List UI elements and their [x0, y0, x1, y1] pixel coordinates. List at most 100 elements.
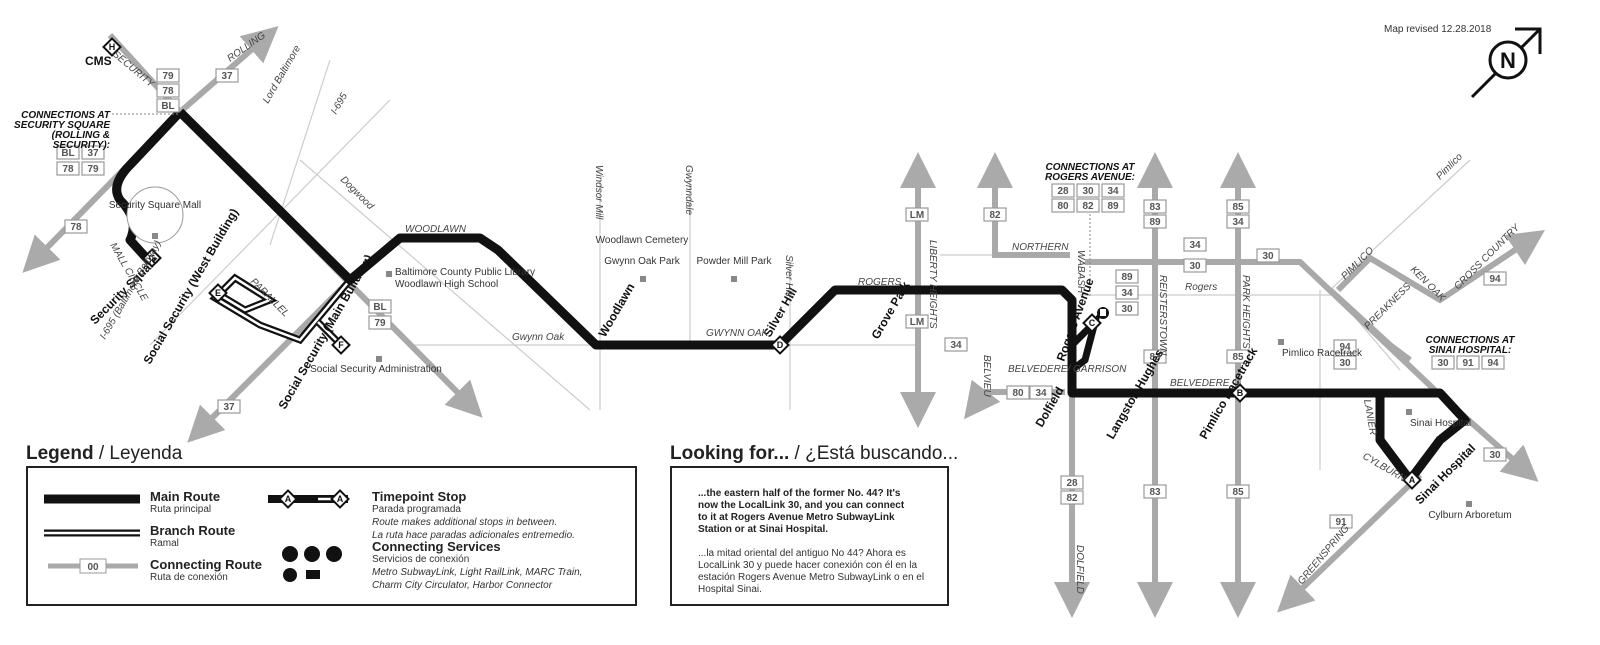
- svg-text:Silver Hill: Silver Hill: [783, 255, 794, 297]
- svg-text:(ROLLING &: (ROLLING &: [52, 130, 110, 141]
- stop-labels: CMS Security Square Social Security (Wes…: [85, 54, 1478, 507]
- stop-label-ss-main: Social Security (Main Building): [275, 252, 375, 411]
- place-markers: [152, 233, 1472, 507]
- connection-boxes: [56, 145, 1505, 370]
- looking-panel: ...the eastern half of the former No. 44…: [670, 466, 949, 606]
- route-box-label: 82: [1066, 493, 1078, 504]
- svg-text:BELVEDERE: BELVEDERE: [1170, 378, 1230, 389]
- place-labels: Security Square Mall Baltimore County Pu…: [109, 200, 1512, 521]
- svg-text:GREENSPRING: GREENSPRING: [1296, 523, 1352, 587]
- svg-text:PIMLICO: PIMLICO: [1339, 245, 1376, 282]
- svg-text:SINAI HOSPITAL:: SINAI HOSPITAL:: [1429, 345, 1512, 356]
- route-box-label: 94: [1489, 274, 1501, 285]
- svg-text:E: E: [215, 288, 221, 298]
- connection-route-label: 37: [87, 148, 99, 159]
- svg-text:Gwynn Oak Park: Gwynn Oak Park: [604, 256, 681, 267]
- connection-route-label: 30: [1437, 358, 1449, 369]
- svg-text:BELVIEU: BELVIEU: [981, 355, 992, 397]
- svg-text:Woodlawn Cemetery: Woodlawn Cemetery: [596, 235, 689, 246]
- route-box-label: BL: [373, 302, 386, 313]
- connection-route-label: 78: [62, 164, 74, 175]
- route-number-boxes: [64, 68, 1507, 529]
- route-box-label: 34: [1121, 288, 1133, 299]
- svg-text:CONNECTIONS AT: CONNECTIONS AT: [21, 110, 111, 121]
- connection-route-label: 91: [1462, 358, 1474, 369]
- svg-text:N: N: [1500, 48, 1516, 73]
- svg-text:CONNECTIONS AT: CONNECTIONS AT: [1426, 335, 1516, 346]
- svg-text:Lord Baltimore: Lord Baltimore: [261, 43, 303, 105]
- route-box-label: 34: [950, 340, 962, 351]
- branch-route: [209, 273, 353, 345]
- svg-text:PARK HEIGHTS: PARK HEIGHTS: [1240, 275, 1251, 349]
- route-box-label: 85: [1232, 202, 1244, 213]
- svg-text:LIBERTY HEIGHTS: LIBERTY HEIGHTS: [927, 240, 938, 329]
- compass-north-icon: N: [1470, 27, 1542, 99]
- stop-label-woodlawn: Woodlawn: [595, 281, 637, 340]
- svg-text:Dogwood: Dogwood: [338, 174, 376, 212]
- svg-text:PREAKNESS: PREAKNESS: [1362, 281, 1413, 332]
- svg-text:NORTHERN: NORTHERN: [1012, 242, 1069, 253]
- svg-text:Pimlico: Pimlico: [1434, 151, 1465, 182]
- svg-text:A: A: [1409, 475, 1416, 485]
- mall-circle: [126, 186, 184, 244]
- route-box-label: 37: [223, 402, 235, 413]
- svg-text:H: H: [109, 42, 116, 52]
- route-box-label: 34: [1232, 217, 1244, 228]
- route-box-label: BL: [161, 101, 174, 112]
- route-box-label: 30: [1121, 304, 1133, 315]
- svg-text:Gwynn Oak: Gwynn Oak: [512, 332, 565, 343]
- svg-text:D: D: [777, 340, 784, 350]
- route-box-label: 30: [1189, 261, 1201, 272]
- svg-text:Baltimore County Public Librar: Baltimore County Public Library: [395, 267, 535, 278]
- route-box-label: 78: [162, 86, 174, 97]
- svg-text:GWYNN OAK: GWYNN OAK: [706, 328, 770, 339]
- stop-label-sinai: Sinai Hospital: [1412, 441, 1478, 507]
- connection-route-label: 30: [1082, 186, 1094, 197]
- svg-text:Security Square Mall: Security Square Mall: [109, 200, 201, 211]
- route-box-label: 91: [1335, 517, 1347, 528]
- route-box-label: 85: [1232, 487, 1244, 498]
- route-box-label: 79: [374, 318, 386, 329]
- looking-title: Looking for... / ¿Está buscando...: [670, 443, 959, 464]
- svg-text:Powder Mill Park: Powder Mill Park: [696, 256, 772, 267]
- svg-text:Pimlico Racetrack: Pimlico Racetrack: [1282, 348, 1363, 359]
- svg-text:G: G: [148, 253, 155, 263]
- svg-text:WOODLAWN: WOODLAWN: [405, 224, 467, 235]
- route-box-label: 34: [1035, 388, 1047, 399]
- route-box-label: 37: [221, 71, 233, 82]
- svg-text:Windsor Mill: Windsor Mill: [593, 165, 604, 220]
- svg-text:DOLFIELD: DOLFIELD: [1074, 545, 1085, 594]
- route-box-label: 30: [1339, 358, 1351, 369]
- svg-text:SECURITY SQUARE: SECURITY SQUARE: [14, 120, 110, 131]
- route-box-label: 30: [1262, 251, 1274, 262]
- svg-text:BELVEDERE/ GARRISON: BELVEDERE/ GARRISON: [1008, 364, 1127, 375]
- svg-text:Woodlawn High School: Woodlawn High School: [395, 279, 498, 290]
- connection-route-label: BL: [61, 148, 74, 159]
- svg-text:SECURITY):: SECURITY):: [53, 140, 110, 151]
- connection-route-label: 28: [1057, 186, 1069, 197]
- connections-sinai-header: CONNECTIONS AT SINAI HOSPITAL:: [1426, 335, 1516, 356]
- route-box-label: 82: [989, 210, 1001, 221]
- svg-text:PARALLEL: PARALLEL: [248, 276, 291, 319]
- route-box-label: 85: [1232, 352, 1244, 363]
- route-box-label: 79: [162, 71, 174, 82]
- route-box-label: 28: [1066, 478, 1078, 489]
- looking-english: ...the eastern half of the former No. 44…: [698, 488, 905, 535]
- connection-route-label: 82: [1082, 201, 1094, 212]
- route-box-label: 78: [70, 222, 82, 233]
- connections-rogers-header: CONNECTIONS AT ROGERS AVENUE:: [1045, 162, 1135, 183]
- svg-text:Sinai Hospital: Sinai Hospital: [1410, 418, 1471, 429]
- svg-text:Rogers: Rogers: [1185, 282, 1217, 293]
- svg-text:Cylburn Arboretum: Cylburn Arboretum: [1428, 510, 1511, 521]
- svg-text:A: A: [285, 494, 292, 504]
- route-box-label: LM: [910, 210, 924, 221]
- svg-text:SECURITY: SECURITY: [110, 49, 157, 91]
- svg-text:A: A: [337, 494, 344, 504]
- connection-route-label: 80: [1057, 201, 1069, 212]
- route-box-label: 94: [1339, 342, 1351, 353]
- svg-text:C: C: [1089, 318, 1096, 328]
